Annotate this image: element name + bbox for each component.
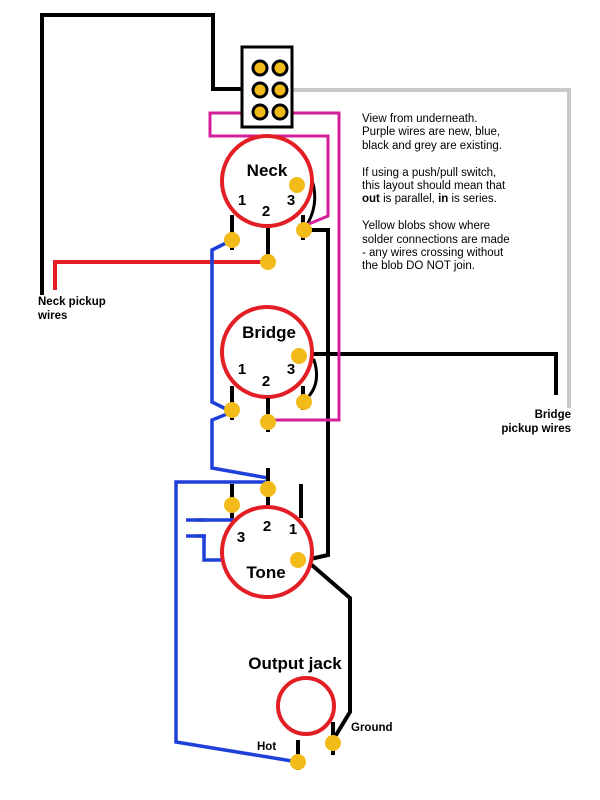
note-text: If using a push/pull switch, this layout… bbox=[362, 166, 506, 193]
bridge-pot bbox=[220, 305, 314, 399]
note-out-word: out bbox=[362, 193, 380, 206]
neck-pin-2: 2 bbox=[262, 203, 270, 220]
black-wire-ground-jack bbox=[304, 558, 352, 742]
note-text: is parallel, bbox=[379, 193, 439, 206]
output-jack-title: Output jack bbox=[248, 654, 342, 673]
neck-pot bbox=[220, 134, 314, 228]
tone-pin-2: 2 bbox=[263, 518, 271, 535]
hot-label: Hot bbox=[257, 741, 276, 753]
bridge-pin-3: 3 bbox=[287, 361, 295, 378]
bridge-pickup-label-line1: Bridge bbox=[535, 409, 571, 421]
grey-wire bbox=[271, 88, 571, 408]
note-paragraph-2: If using a push/pull switch, this layout… bbox=[362, 167, 510, 207]
note-text: is series. bbox=[448, 193, 497, 206]
tone-pin-1: 1 bbox=[289, 521, 297, 538]
tone-pot bbox=[220, 505, 314, 599]
ground-label: Ground bbox=[351, 722, 393, 734]
purple-wire-bridge-loop bbox=[270, 111, 341, 422]
bridge-pin-1: 1 bbox=[238, 361, 246, 378]
note-paragraph-1: View from underneath. Purple wires are n… bbox=[362, 113, 502, 152]
blue-wire-to-jack bbox=[174, 480, 299, 764]
black-wire-neck-pickup bbox=[40, 13, 258, 295]
bridge-pot-title: Bridge bbox=[242, 323, 296, 342]
tone-pot-title: Tone bbox=[246, 563, 285, 582]
red-wire-neck-pickup bbox=[53, 260, 268, 290]
note-in-word: in bbox=[438, 193, 449, 206]
black-wire-bridge-pickup bbox=[300, 352, 558, 395]
neck-pin-3: 3 bbox=[287, 192, 295, 209]
black-wire-ground-bus bbox=[304, 228, 330, 562]
neck-pickup-label-line2: wires bbox=[37, 310, 67, 322]
bridge-pickup-label-line2: pickup wires bbox=[501, 423, 571, 435]
switch-lugs bbox=[251, 59, 289, 121]
neck-pot-title: Neck bbox=[247, 161, 288, 180]
output-jack bbox=[276, 676, 336, 736]
capacitor bbox=[186, 518, 206, 538]
bridge-pin-2: 2 bbox=[262, 373, 270, 390]
note-paragraph-3: Yellow blobs show where solder connectio… bbox=[362, 220, 510, 273]
solder-blobs bbox=[224, 177, 341, 770]
neck-pin-1: 1 bbox=[238, 192, 246, 209]
tone-pin-3: 3 bbox=[237, 529, 245, 546]
instructions-note: View from underneath. Purple wires are n… bbox=[362, 113, 510, 287]
neck-pickup-label-line1: Neck pickup bbox=[38, 296, 106, 308]
